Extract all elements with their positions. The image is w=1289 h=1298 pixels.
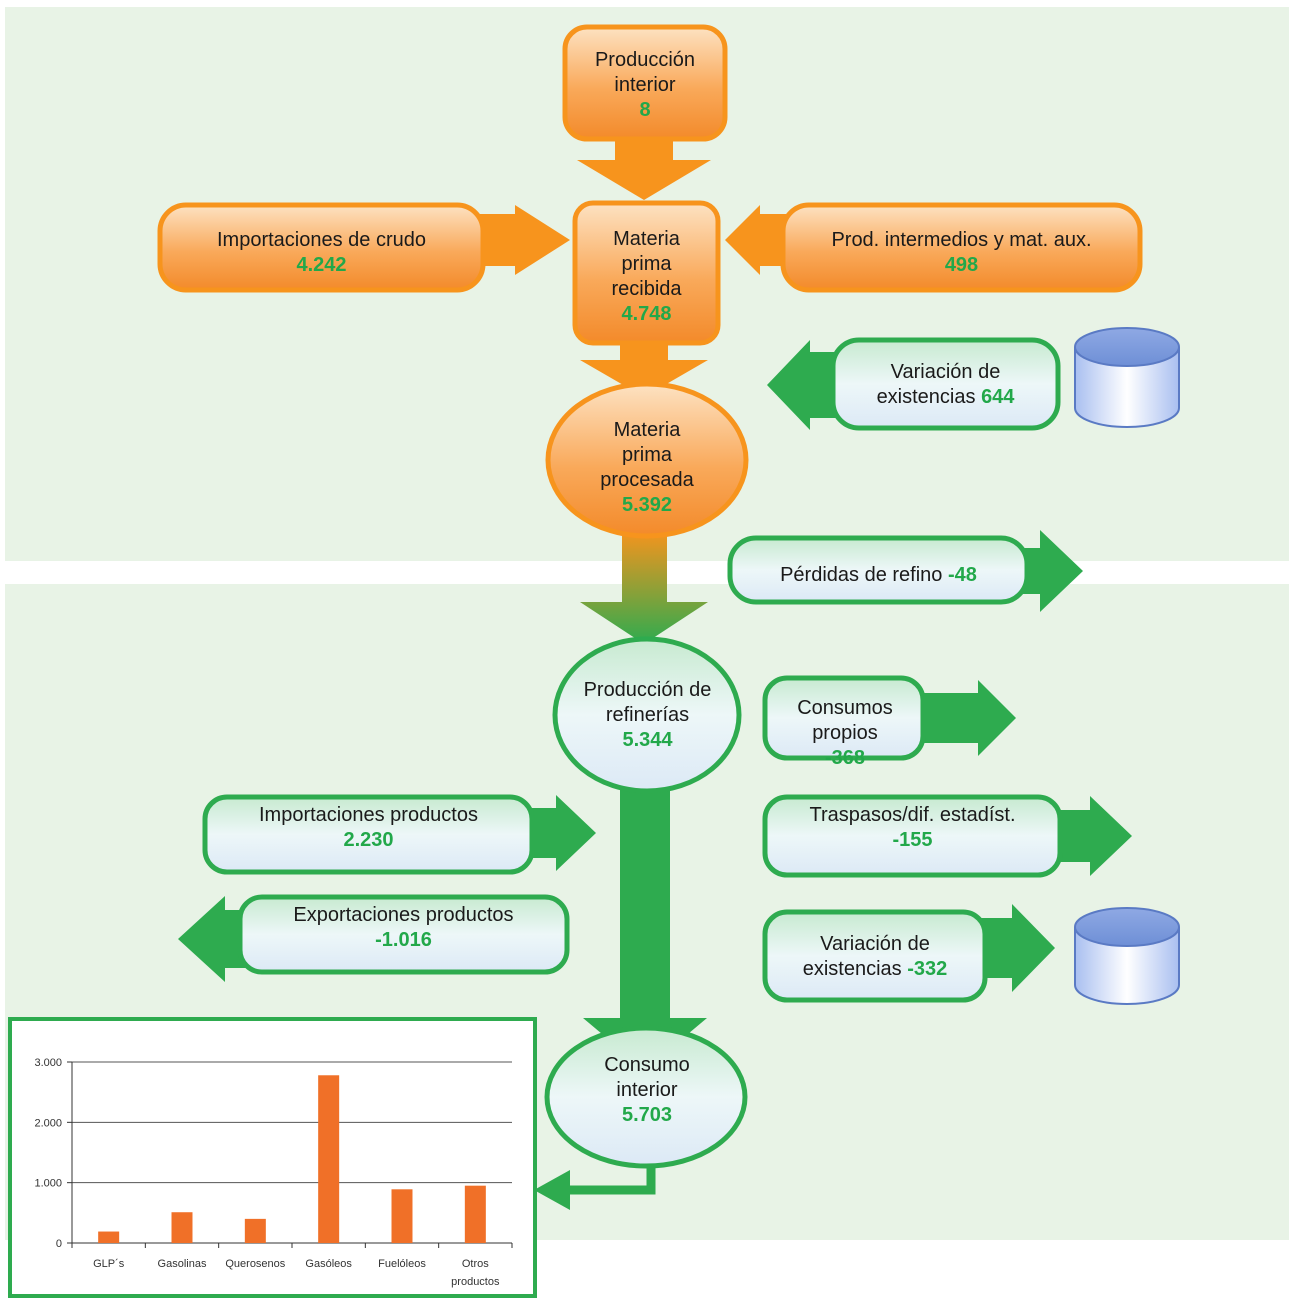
node-value: 2.230 [343,829,394,851]
node-label: Producción interior [594,49,696,96]
node-produccion-refinerias: Producción de refinerías 5.344 [575,678,720,753]
node-label: Traspasos/dif. estadíst. [809,804,1016,826]
y-tick-label: 3.000 [34,1057,62,1069]
box-consumos-propios [762,675,926,761]
arrow-consumo-to-chart [560,1163,656,1195]
node-value: -1.016 [375,929,432,951]
storage-cylinder-icon [1074,327,1180,428]
x-tick-label: Otros [462,1258,489,1270]
node-exportaciones-productos: Exportaciones productos -1.016 [250,903,557,953]
box-produccion-interior [562,24,728,142]
arrow-traspasos-right [1040,796,1132,876]
box-traspasos [762,794,1063,878]
storage-cylinder-icon [1074,907,1180,1005]
box-variacion-existencias-2 [762,909,988,1003]
node-value: 5.392 [621,494,673,516]
box-prod-intermedios [780,202,1143,293]
node-label: Producción de refinerías [583,679,712,726]
node-value: 644 [981,386,1015,408]
node-value: -155 [892,829,933,851]
node-label: Materia prima procesada [600,419,694,491]
node-label: Importaciones de crudo [216,229,426,251]
y-tick-label: 1.000 [34,1178,62,1190]
node-value: -332 [907,958,948,980]
node-materia-prima-procesada: Materia prima procesada 5.392 [588,418,706,518]
node-prod-intermedios: Prod. intermedios y mat. aux. 498 [790,228,1133,278]
x-tick-label: Querosenos [225,1258,285,1270]
node-consumos-propios: Consumos propios -368 [795,696,895,771]
node-label: Consumos propios [797,697,893,744]
arrow-importaciones-right [480,205,570,275]
box-exportaciones-productos [237,894,570,975]
arrow-variacion1-left [767,340,845,430]
node-label: Variación de existencias [876,361,1001,408]
node-value: 498 [944,254,979,276]
node-label: Importaciones productos [258,804,478,826]
node-variacion-existencias-2: Variación de existencias -332 [795,932,955,982]
arrow-consumos-right [900,680,1016,756]
bar [391,1189,413,1243]
node-variacion-existencias-1: Variación de existencias 644 [868,360,1023,410]
bar [98,1231,120,1243]
node-value: 4.242 [296,254,347,276]
node-label: Materia prima recibida [611,228,682,300]
bar [464,1185,486,1243]
x-tick-label: Fuelóleos [378,1258,426,1270]
node-value: -48 [947,564,977,586]
node-label: Consumo interior [604,1054,690,1101]
box-importaciones-crudo [157,202,486,293]
node-produccion-interior: Producción interior 8 [575,48,715,123]
box-materia-prima-recibida [572,200,721,346]
node-consumo-interior: Consumo interior 5.703 [583,1053,711,1128]
node-value: 8 [639,99,651,121]
node-label: Exportaciones productos [293,904,514,926]
y-tick-label: 0 [56,1238,62,1250]
arrow-procesada-down [580,530,708,644]
node-traspasos: Traspasos/dif. estadíst. -155 [775,803,1050,853]
node-importaciones-crudo: Importaciones de crudo 4.242 [165,228,478,278]
node-label: Pérdidas de refino [780,564,943,586]
bar [244,1218,266,1243]
node-perdidas-refino: Pérdidas de refino -48 [740,563,1017,588]
box-importaciones-productos [202,794,535,875]
node-importaciones-productos: Importaciones productos 2.230 [215,803,522,853]
node-label: Variación de existencias [802,933,930,980]
node-label: Prod. intermedios y mat. aux. [831,229,1092,251]
bar [318,1075,340,1243]
x-tick-label: Gasóleos [305,1258,352,1270]
node-value: 5.344 [622,729,673,751]
ellipse-produccion-refinerias [552,636,742,794]
arrow-refinerias-down [583,780,707,1070]
node-value: 5.703 [621,1104,673,1126]
ellipse-materia-prima-procesada [545,381,749,539]
box-variacion-existencias-1 [830,337,1061,431]
arrow-produccion-down [577,135,711,200]
box-perdidas-refino [727,535,1030,605]
bar [171,1212,193,1243]
arrow-consumo-to-chart-head [534,1170,570,1210]
node-value: -368 [824,747,866,769]
x-tick-label: Gasolinas [158,1258,207,1270]
arrow-intermedios-left [725,205,793,275]
node-materia-prima-recibida: Materia prima recibida 4.748 [588,227,705,327]
node-value: 4.748 [621,303,672,325]
ellipse-consumo-interior [544,1025,748,1169]
arrow-recibida-down [580,342,708,397]
y-tick-label: 2.000 [34,1117,62,1129]
x-tick-label: GLP´s [93,1258,125,1270]
x-tick-label: productos [451,1276,500,1288]
